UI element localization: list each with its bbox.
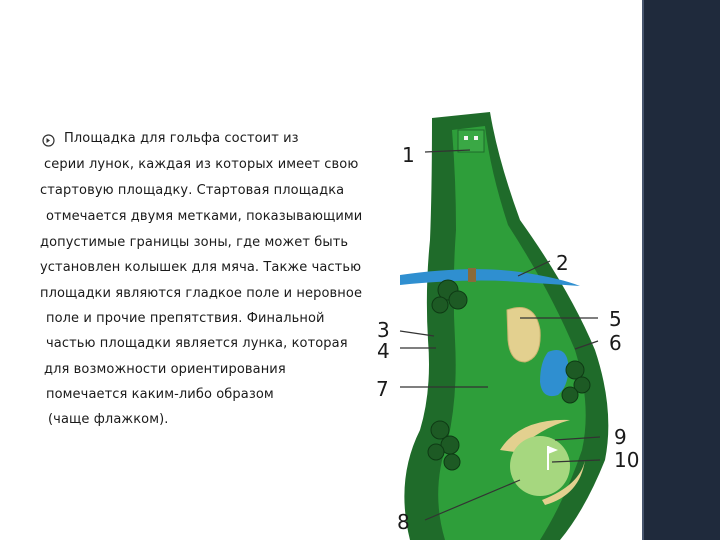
callout-2: 2 [556, 251, 569, 275]
trees [427, 279, 591, 471]
callout-lines [399, 149, 601, 521]
tee-marker-left [464, 136, 468, 140]
text-line-9: частью площадки является лунка, которая [46, 336, 348, 351]
callout-3: 3 [377, 318, 390, 342]
callout-9: 9 [614, 425, 627, 449]
text-line-12: (чаще флажком). [48, 412, 169, 427]
text-line-6: установлен колышек для мяча. Также часть… [40, 260, 362, 275]
callout-6: 6 [609, 331, 622, 355]
text-line-7: площадки являются гладкое поле и неровно… [40, 286, 363, 301]
putting-green [510, 436, 570, 496]
text-line-8: поле и прочие препятствия. Финальной [46, 311, 325, 326]
callout-5: 5 [609, 307, 622, 331]
text-block: Площадка для гольфа состоит из серии лун… [40, 131, 363, 427]
side-band [642, 0, 720, 540]
text-line-1: Площадка для гольфа состоит из [64, 131, 299, 146]
text-line-3: стартовую площадку. Стартовая площадка [40, 183, 345, 198]
bullet-icon [42, 134, 55, 147]
callout-7: 7 [376, 377, 389, 401]
tee-box [457, 129, 485, 153]
water-hazard [540, 349, 569, 397]
text-line-2: серии лунок, каждая из которых имеет сво… [44, 157, 359, 172]
golf-hole-diagram [399, 112, 609, 540]
callout-10: 10 [614, 448, 640, 472]
text-line-11: помечается каким-либо образом [46, 387, 274, 402]
flag-icon [548, 446, 558, 454]
text-line-10: для возможности ориентирования [44, 362, 286, 377]
callout-8: 8 [397, 510, 410, 534]
fairway-bunker [506, 307, 541, 363]
callout-4: 4 [377, 339, 390, 363]
tee-marker-right [474, 136, 478, 140]
callout-1: 1 [402, 143, 415, 167]
green-bunker-top [500, 419, 570, 452]
text-line-5: допустимые границы зоны, где может быть [40, 235, 349, 250]
green-bunker-bottom [542, 460, 585, 505]
text-line-4: отмечается двумя метками, показывающими [46, 209, 363, 224]
bridge [468, 268, 476, 282]
creek [400, 269, 580, 286]
